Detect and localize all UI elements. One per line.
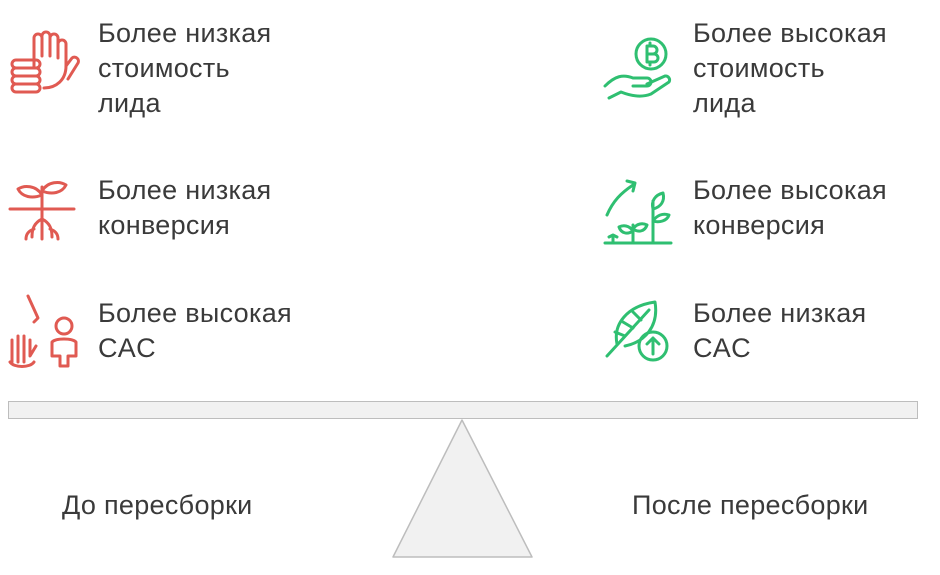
right-item-lead-cost-label: Более высокая стоимость лида [693, 18, 887, 118]
sprout-roots-icon [8, 181, 76, 241]
left-item-lead-cost-label: Более низкая стоимость лида [98, 18, 272, 118]
left-item-lead-cost: Более низкая стоимость лида [8, 16, 328, 126]
left-caption: До пересборки [62, 490, 253, 520]
right-item-cac-label: Более низкая CAC [693, 298, 867, 363]
left-item-cac: Более высокая CAC [8, 294, 348, 376]
right-item-conversion: Более высокая конверсия [603, 173, 923, 253]
left-item-cac-label: Более высокая CAC [98, 298, 292, 363]
hand-person-icon [8, 294, 78, 368]
hand-coins-icon [10, 30, 80, 94]
seesaw-fulcrum [392, 419, 533, 558]
right-item-conversion-label: Более высокая конверсия [693, 175, 887, 240]
growing-plants-icon [603, 179, 673, 245]
right-item-lead-cost: Более высокая стоимость лида [603, 16, 923, 126]
leaf-arrow-up-icon [605, 300, 669, 362]
right-item-cac: Более низкая CAC [603, 296, 923, 376]
left-item-conversion: Более низкая конверсия [8, 173, 328, 253]
right-caption: После пересборки [632, 490, 869, 520]
left-item-conversion-label: Более низкая конверсия [98, 175, 272, 240]
hand-bitcoin-icon [603, 37, 672, 100]
seesaw-beam [8, 401, 918, 419]
